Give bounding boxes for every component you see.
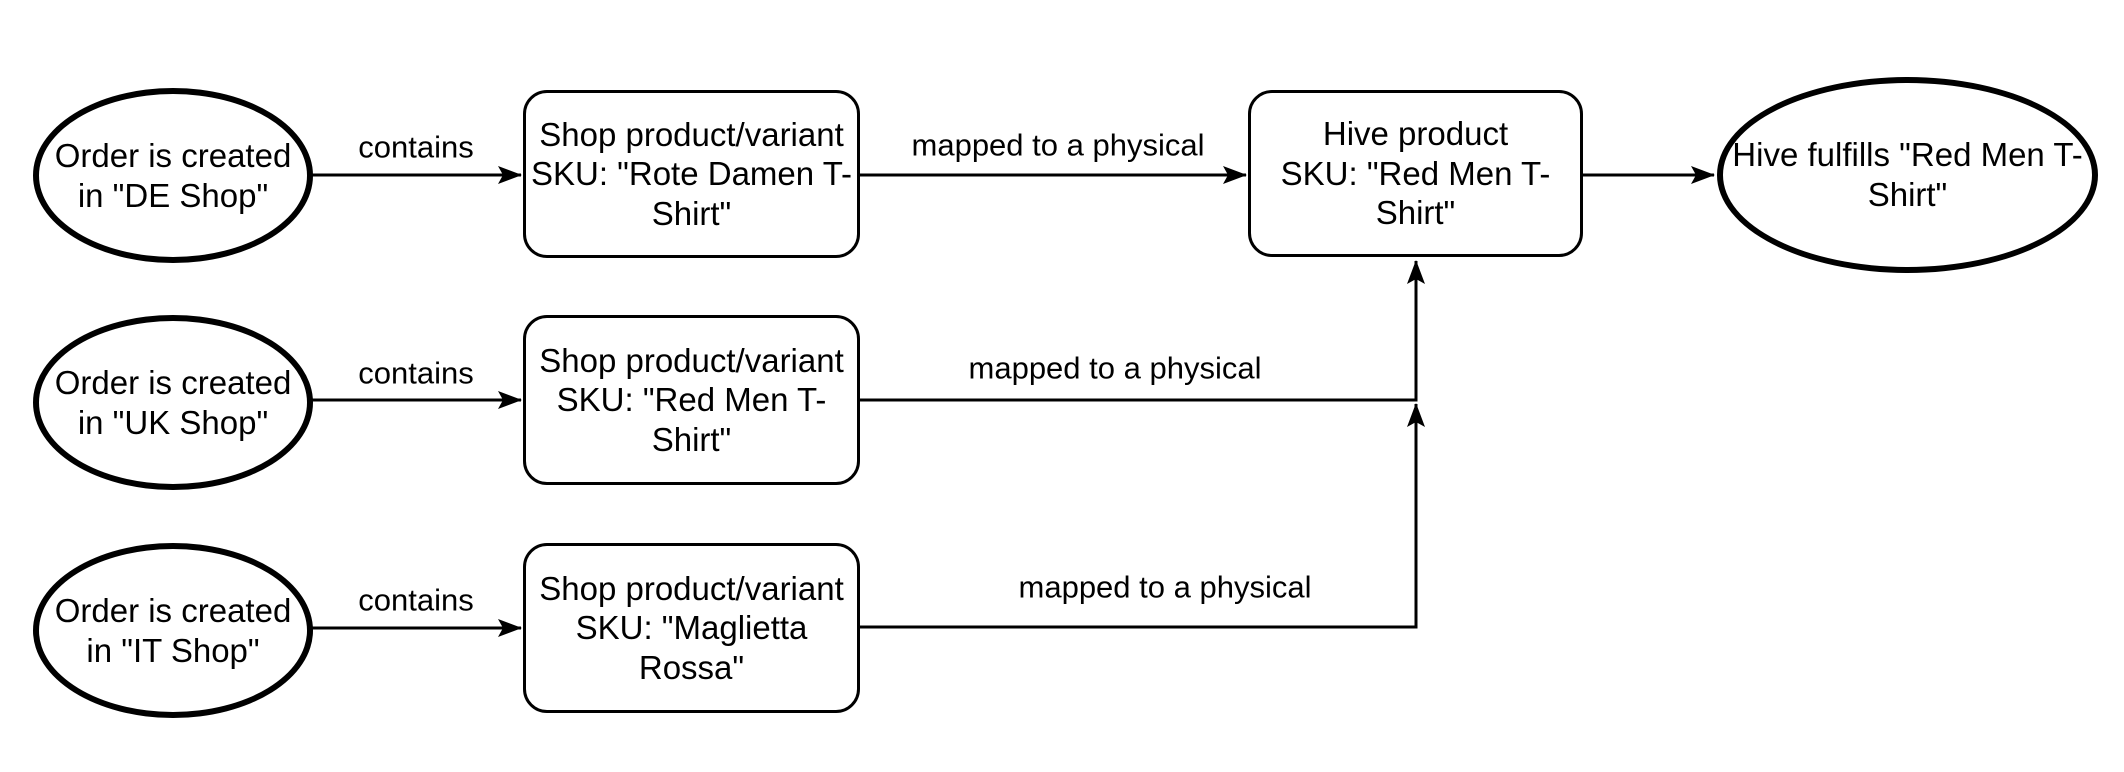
node-hive-fulfills: Hive fulfills "Red Men T- Shirt": [1717, 77, 2098, 273]
node-shop-sku-maglietta-label: Shop product/variant SKU: "Maglietta Ros…: [539, 569, 844, 686]
node-shop-sku-red-men: Shop product/variant SKU: "Red Men T- Sh…: [523, 315, 860, 485]
edge-label-mapped-rote-damen: mapped to a physical: [907, 126, 1209, 164]
node-order-it-shop-label: Order is created in "IT Shop": [54, 591, 292, 669]
edge-label-contains-uk: contains: [354, 354, 478, 392]
node-order-de-shop-label: Order is created in "DE Shop": [54, 136, 292, 214]
node-shop-sku-red-men-label: Shop product/variant SKU: "Red Men T- Sh…: [539, 341, 844, 458]
edge-label-mapped-red-men: mapped to a physical: [964, 349, 1266, 387]
edge-label-contains-it: contains: [354, 581, 478, 619]
node-order-de-shop: Order is created in "DE Shop": [33, 88, 313, 263]
node-order-uk-shop-label: Order is created in "UK Shop": [54, 363, 292, 441]
edge-label-mapped-maglietta: mapped to a physical: [1014, 568, 1316, 606]
node-shop-sku-maglietta: Shop product/variant SKU: "Maglietta Ros…: [523, 543, 860, 713]
node-shop-sku-rote-damen: Shop product/variant SKU: "Rote Damen T-…: [523, 90, 860, 258]
node-order-uk-shop: Order is created in "UK Shop": [33, 315, 313, 490]
edge-label-contains-de: contains: [354, 128, 478, 166]
node-hive-product-label: Hive product SKU: "Red Men T- Shirt": [1280, 115, 1551, 232]
node-order-it-shop: Order is created in "IT Shop": [33, 543, 313, 718]
node-hive-fulfills-label: Hive fulfills "Red Men T- Shirt": [1732, 136, 2083, 213]
node-shop-sku-rote-damen-label: Shop product/variant SKU: "Rote Damen T-…: [530, 115, 853, 232]
node-hive-product: Hive product SKU: "Red Men T- Shirt": [1248, 90, 1583, 257]
